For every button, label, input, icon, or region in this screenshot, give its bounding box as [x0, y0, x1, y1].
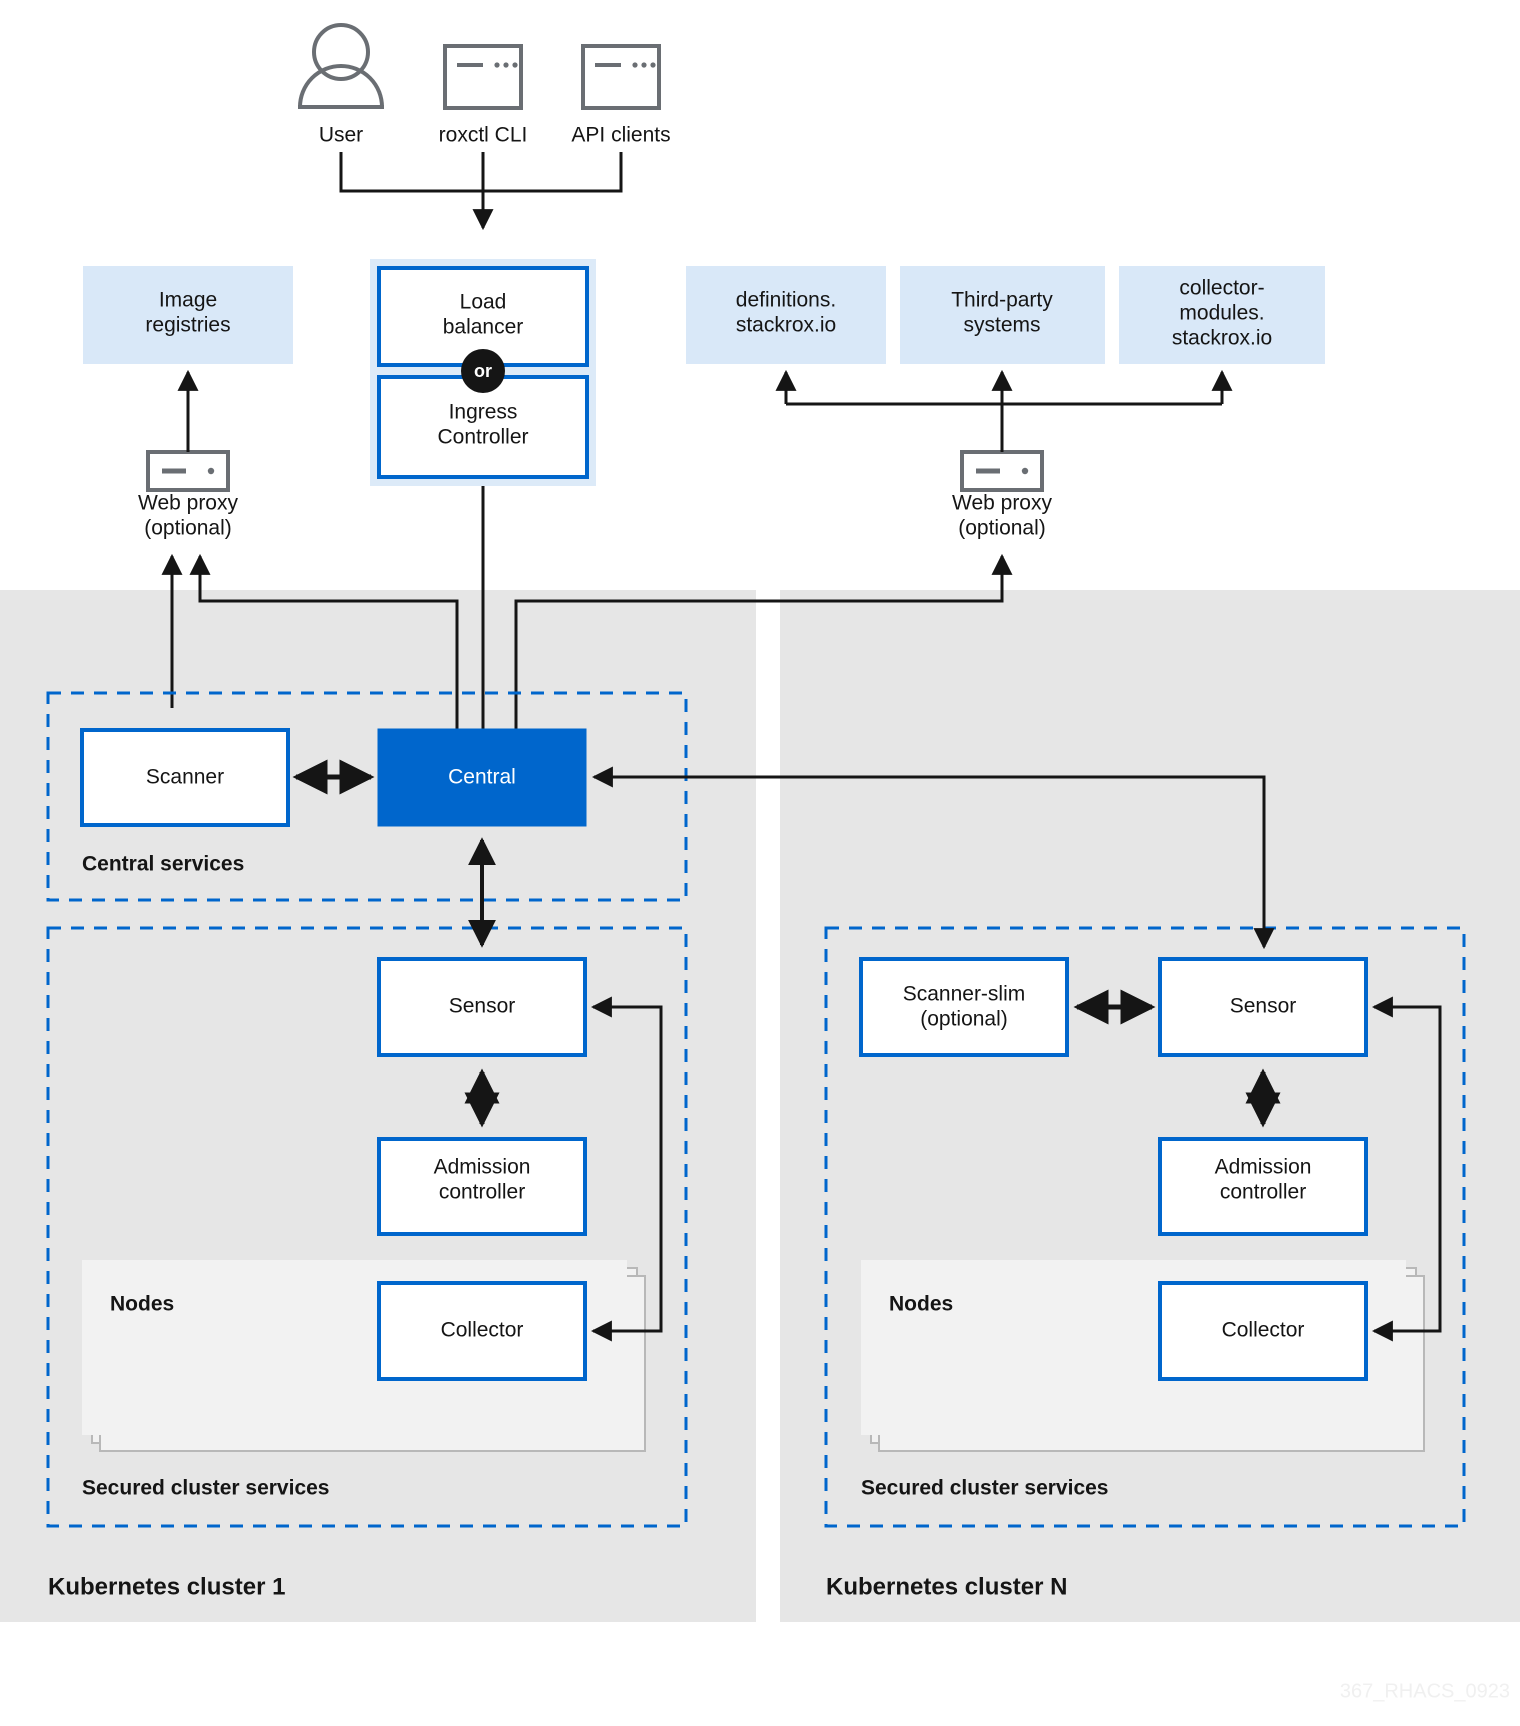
collector-box-n[interactable]: [1158, 1281, 1368, 1381]
web-proxy-label-right-2: (optional): [958, 517, 1046, 540]
secured-cluster-label-n: Secured cluster services: [861, 1477, 1109, 1500]
collector-label-n: Collector: [1222, 1319, 1305, 1342]
web-proxy-label-left: Web proxy: [138, 492, 238, 515]
scanner-label: Scanner: [146, 766, 224, 789]
central-services-zone: [46, 691, 688, 902]
kubernetes-cluster-label-n: Kubernetes cluster N: [826, 1573, 1067, 1600]
ingress-controller-label: Ingress: [449, 401, 518, 424]
admission-controller-label-nb: controller: [1220, 1181, 1306, 1204]
admission-controller-box-n[interactable]: [1158, 1137, 1368, 1236]
web-proxy-icon-left: [146, 450, 230, 492]
connector-central-to-proxy-left: [189, 553, 459, 730]
secured-cluster-label-1: Secured cluster services: [82, 1477, 330, 1500]
sensor-box-1[interactable]: [377, 957, 587, 1057]
ingress-controller-box[interactable]: [377, 375, 589, 479]
external-box-image-registries[interactable]: [83, 266, 293, 364]
scanner-box[interactable]: [80, 728, 290, 827]
web-proxy-label-left-2: (optional): [144, 517, 232, 540]
external-label-third-party-systems: Third-party: [951, 289, 1053, 312]
secured-cluster-zone-n: [824, 926, 1466, 1528]
connector-sensor-n-to-central: [591, 766, 1275, 950]
external-label-third-party-systems-2: systems: [963, 314, 1040, 337]
admission-controller-label-1b: controller: [439, 1181, 525, 1204]
admission-controller-label-n: Admission: [1215, 1156, 1312, 1179]
client-label-api: API clients: [571, 124, 670, 147]
collector-box-1[interactable]: [377, 1281, 587, 1381]
connector-proxy-bus-right: [775, 369, 1233, 406]
terminal-window-icon-api: [581, 44, 661, 110]
ingress-controller-label-2: Controller: [437, 426, 528, 449]
external-box-collector-modules-stackrox-io[interactable]: [1119, 266, 1325, 364]
external-label-definitions-stackrox-io: definitions.: [736, 289, 836, 312]
kubernetes-cluster-label-1: Kubernetes cluster 1: [48, 1573, 285, 1600]
external-box-definitions-stackrox-io[interactable]: [686, 266, 886, 364]
cluster-panel-n: [780, 590, 1520, 1622]
web-proxy-icon-right: [960, 450, 1044, 492]
external-label-collector-modules-1: collector-: [1179, 277, 1264, 300]
or-badge-label: or: [474, 361, 492, 381]
web-proxy-label-right: Web proxy: [952, 492, 1052, 515]
client-label-roxctl: roxctl CLI: [439, 124, 528, 147]
or-badge: [461, 349, 505, 393]
central-label: Central: [448, 766, 516, 789]
load-balancer-label-2: balancer: [443, 316, 524, 339]
connector-clients-to-entry: [339, 152, 623, 231]
collector-label-1: Collector: [441, 1319, 524, 1342]
sensor-label-n: Sensor: [1230, 995, 1297, 1018]
secured-cluster-zone-1: [46, 926, 688, 1528]
central-services-zone-label: Central services: [82, 853, 244, 876]
external-label-collector-modules-3: stackrox.io: [1172, 327, 1272, 350]
scanner-slim-box[interactable]: [859, 957, 1069, 1057]
nodes-label-n: Nodes: [889, 1293, 953, 1316]
client-label-user: User: [319, 124, 363, 147]
external-label-image-registries: Image: [159, 289, 217, 312]
connector-collector-to-sensor-1: [590, 996, 663, 1342]
admission-controller-label-1: Admission: [434, 1156, 531, 1179]
load-balancer-label: Load: [460, 291, 507, 314]
external-label-image-registries-2: registries: [145, 314, 230, 337]
sensor-box-n[interactable]: [1158, 957, 1368, 1057]
user-icon: [297, 23, 385, 109]
nodes-label-1: Nodes: [110, 1293, 174, 1316]
external-label-definitions-stackrox-io-2: stackrox.io: [736, 314, 836, 337]
connector-collector-to-sensor-n: [1371, 996, 1442, 1342]
admission-controller-box-1[interactable]: [377, 1137, 587, 1236]
central-box[interactable]: [377, 728, 587, 827]
terminal-window-icon-roxctl: [443, 44, 523, 110]
external-label-collector-modules-2: modules.: [1179, 302, 1264, 325]
connector-central-to-proxy-right: [514, 553, 1013, 730]
watermark: 367_RHACS_0923: [1340, 1680, 1510, 1702]
external-box-third-party-systems[interactable]: [900, 266, 1105, 364]
scanner-slim-label: Scanner-slim: [903, 983, 1026, 1006]
scanner-slim-label-2: (optional): [920, 1008, 1008, 1031]
sensor-label-1: Sensor: [449, 995, 516, 1018]
